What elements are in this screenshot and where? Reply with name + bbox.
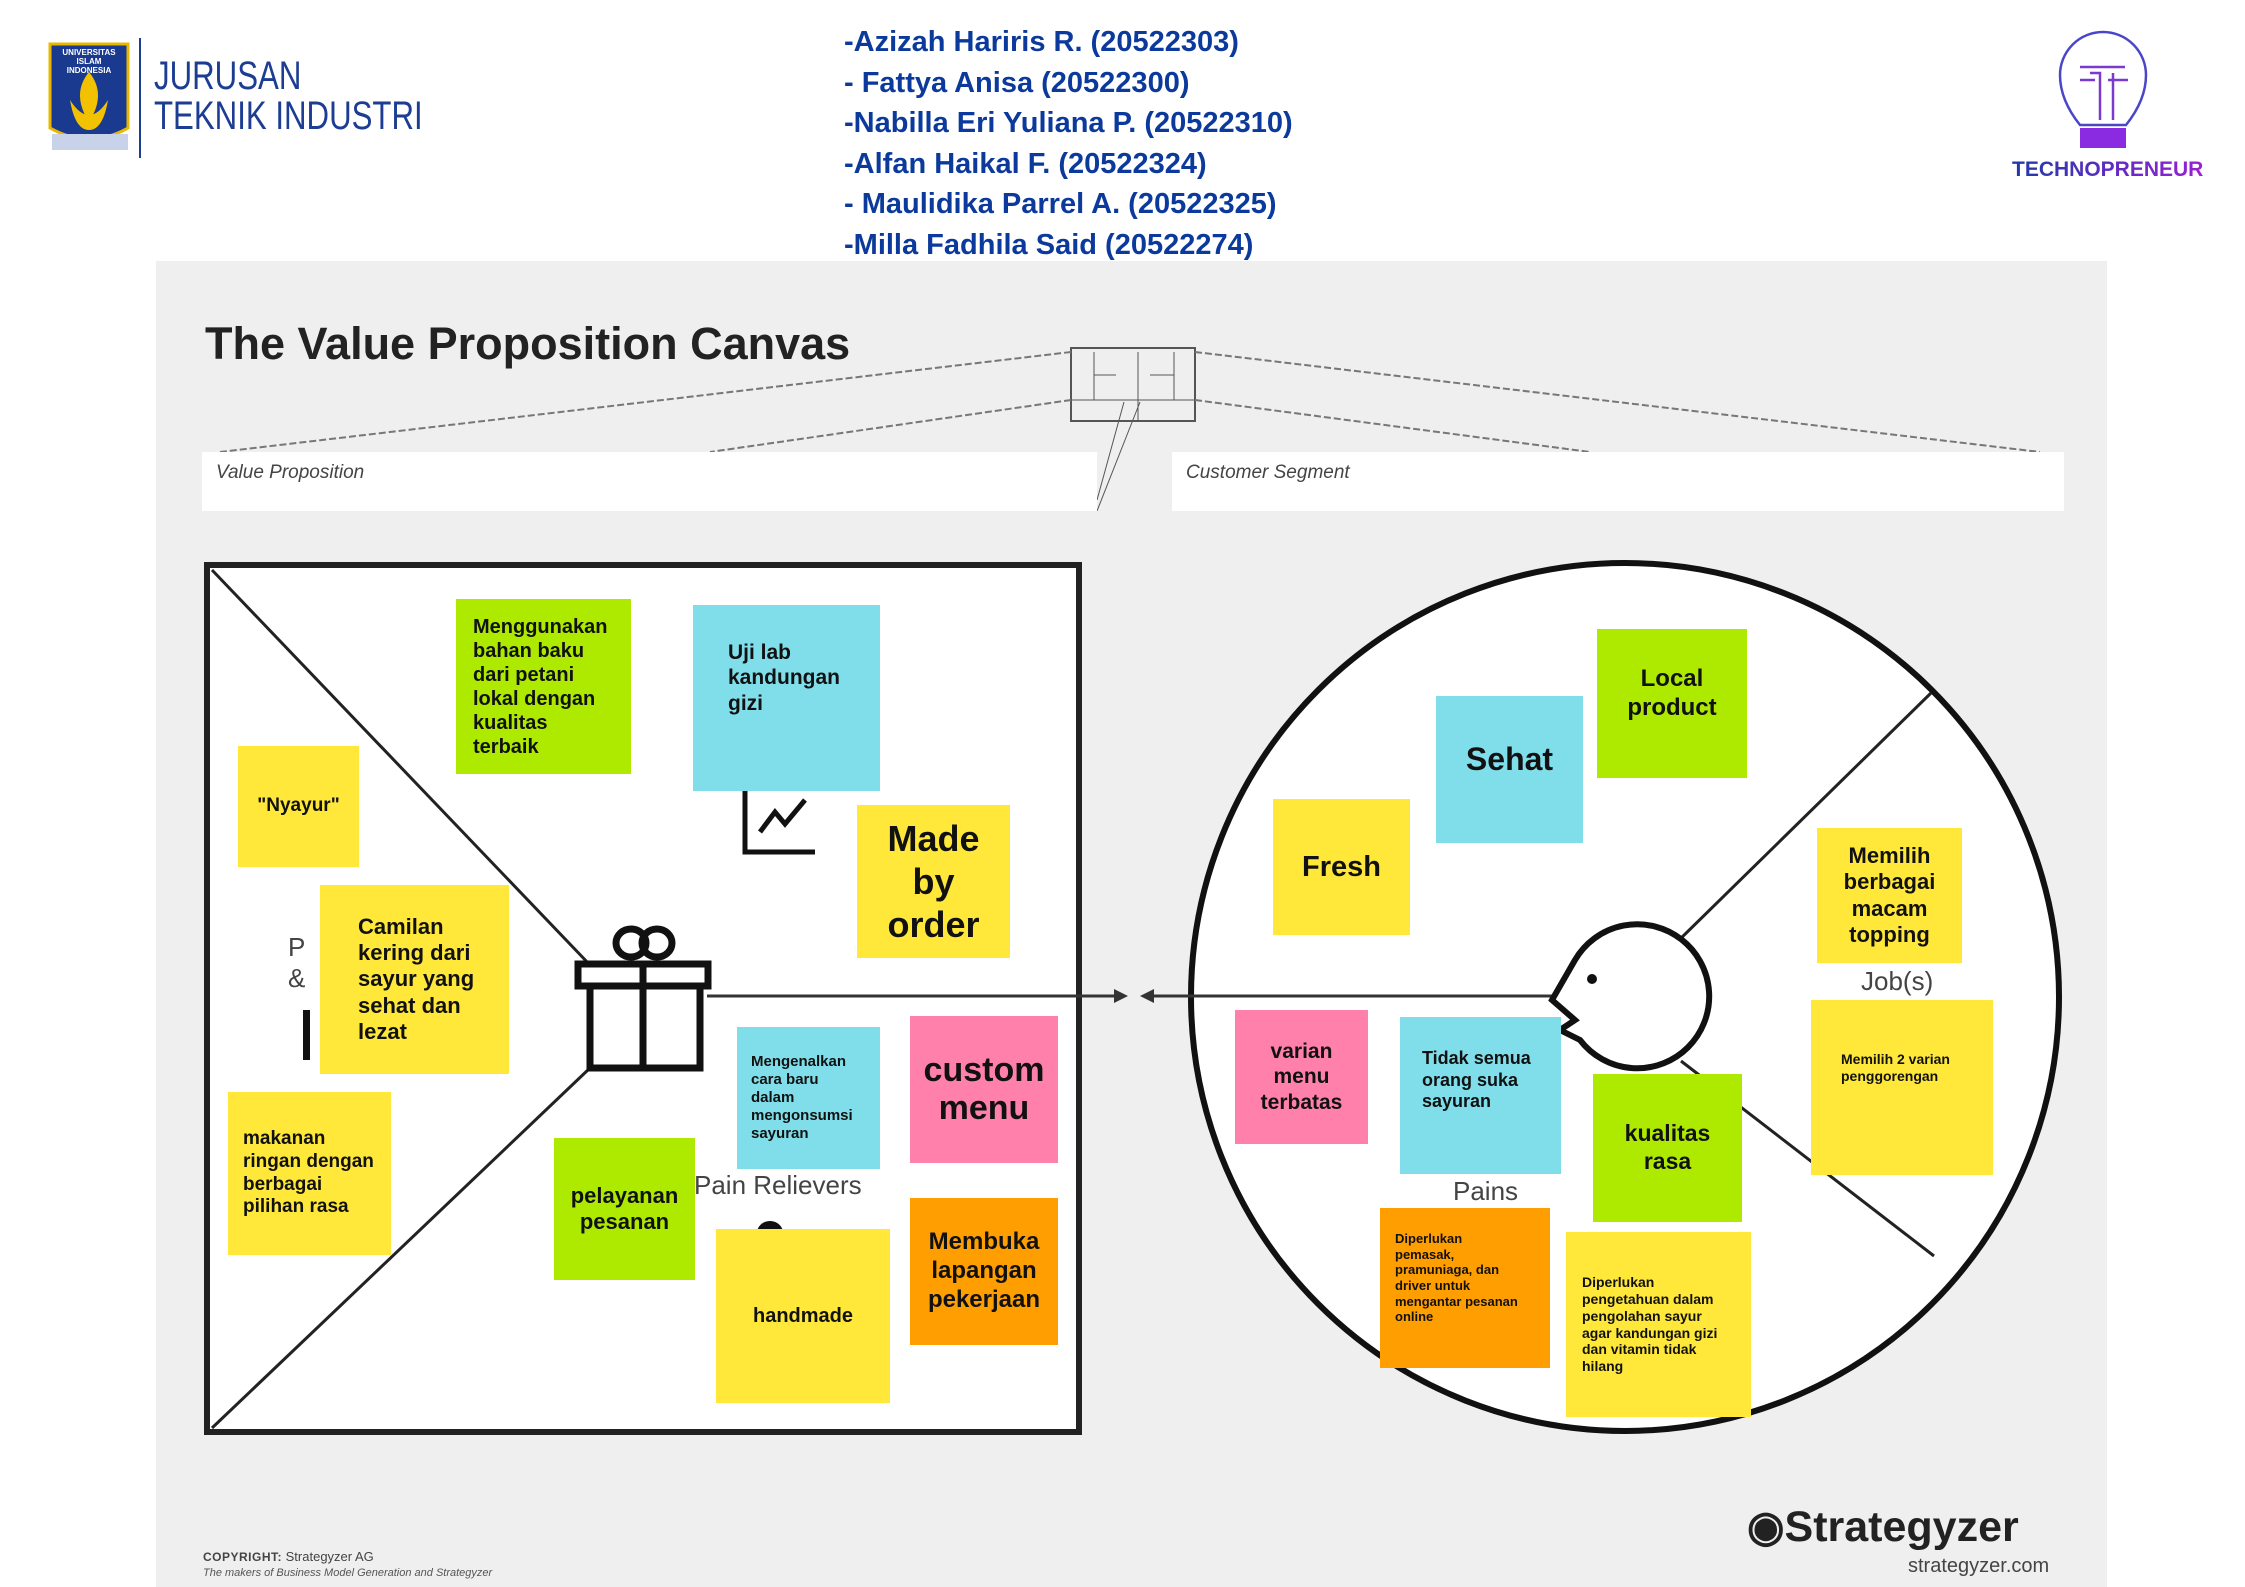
sticky-note[interactable]: pelayanan pesanan bbox=[554, 1138, 695, 1280]
copyright-text: COPYRIGHT: Strategyzer AG bbox=[203, 1549, 374, 1564]
copyright-label: COPYRIGHT: bbox=[203, 1550, 283, 1564]
sticky-note[interactable]: kualitas rasa bbox=[1593, 1074, 1742, 1222]
sticky-note[interactable]: Diperlukan pemasak, pramuniaga, dan driv… bbox=[1380, 1208, 1550, 1368]
products-icon bbox=[303, 1010, 310, 1060]
customer-segment-bar: Customer Segment bbox=[1172, 452, 2064, 511]
lightbulb-logo-icon bbox=[2058, 30, 2148, 148]
sticky-note[interactable]: Sehat bbox=[1436, 696, 1583, 843]
sticky-note[interactable]: Memilih berbagai macam topping bbox=[1817, 828, 1962, 963]
strategyzer-logo: ◉Strategyzer bbox=[1747, 1502, 2019, 1552]
strategyzer-url[interactable]: strategyzer.com bbox=[1908, 1555, 2050, 1577]
team-member: -Alfan Haikal F. (20522324) bbox=[844, 147, 1207, 180]
canvas-title: The Value Proposition Canvas bbox=[205, 318, 851, 369]
sticky-note[interactable]: Made by order bbox=[857, 805, 1010, 958]
team-member: -Nabilla Eri Yuliana P. (20522310) bbox=[844, 107, 1293, 139]
university-logo bbox=[48, 42, 130, 150]
sticky-note[interactable]: makanan ringan dengan berbagai pilihan r… bbox=[228, 1092, 391, 1255]
sticky-note[interactable]: Tidak semua orang suka sayuran bbox=[1400, 1017, 1561, 1174]
mini-canvas-icon bbox=[1070, 347, 1196, 422]
sticky-note[interactable]: Fresh bbox=[1273, 799, 1410, 935]
department-line-1: JURUSAN bbox=[154, 54, 302, 98]
sticky-note[interactable]: custom menu bbox=[910, 1016, 1058, 1163]
department-line-2: TEKNIK INDUSTRI bbox=[154, 94, 423, 138]
copyright-holder: Strategyzer AG bbox=[285, 1549, 374, 1564]
sticky-note[interactable]: "Nyayur" bbox=[238, 746, 359, 867]
sticky-note[interactable]: Mengenalkan cara baru dalam mengonsumsi … bbox=[737, 1027, 880, 1169]
products-services-label: P & bbox=[288, 932, 306, 993]
arrow-right-icon bbox=[1114, 989, 1128, 1003]
team-member: -Azizah Hariris R. (20522303) bbox=[844, 26, 1239, 58]
sticky-note[interactable]: varian menu terbatas bbox=[1235, 1010, 1368, 1144]
sticky-note[interactable]: Camilan kering dari sayur yang sehat dan… bbox=[320, 885, 509, 1074]
sticky-note[interactable]: handmade bbox=[716, 1229, 890, 1403]
pain-relievers-label: Pain Relievers bbox=[694, 1170, 862, 1200]
team-member: - Fattya Anisa (20522300) bbox=[844, 66, 1190, 99]
strategyzer-mark-icon: ◉ bbox=[1747, 1503, 1785, 1551]
customer-segment-label: Customer Segment bbox=[1186, 462, 1350, 483]
value-proposition-bar: Value Proposition bbox=[202, 452, 1097, 511]
sticky-note[interactable]: Memilih 2 varian penggorengan bbox=[1811, 1000, 1993, 1175]
strategyzer-brand: Strategyzer bbox=[1784, 1503, 2019, 1551]
department-name: JURUSAN TEKNIK INDUSTRI bbox=[154, 56, 423, 136]
gift-icon bbox=[574, 925, 712, 1072]
team-member: -Milla Fadhila Said (20522274) bbox=[844, 228, 1254, 261]
arrow-left-icon bbox=[1140, 989, 1154, 1003]
tagline: The makers of Business Model Generation … bbox=[203, 1567, 493, 1579]
customer-face-icon bbox=[1548, 921, 1713, 1072]
team-member: - Maulidika Parrel A. (20522325) bbox=[844, 188, 1277, 220]
chart-growth-icon bbox=[742, 790, 815, 855]
university-logo-text: UNIVERSITAS ISLAM INDONESIA bbox=[62, 48, 116, 75]
sticky-note[interactable]: Membuka lapangan pekerjaan bbox=[910, 1198, 1058, 1345]
sticky-note[interactable]: Local product bbox=[1597, 629, 1747, 778]
sticky-note[interactable]: Diperlukan pengetahuan dalam pengolahan … bbox=[1566, 1232, 1751, 1417]
sticky-note[interactable]: Uji lab kandungan gizi bbox=[693, 605, 880, 791]
pains-label: Pains bbox=[1453, 1176, 1519, 1206]
value-proposition-label: Value Proposition bbox=[216, 462, 365, 483]
technopreneur-label: TECHNOPRENEUR bbox=[2012, 158, 2204, 181]
sticky-note[interactable]: Menggunakan bahan baku dari petani lokal… bbox=[456, 599, 631, 774]
team-members-list: -Azizah Hariris R. (20522303) - Fattya A… bbox=[844, 22, 1293, 265]
jobs-label: Job(s) bbox=[1861, 966, 1934, 996]
